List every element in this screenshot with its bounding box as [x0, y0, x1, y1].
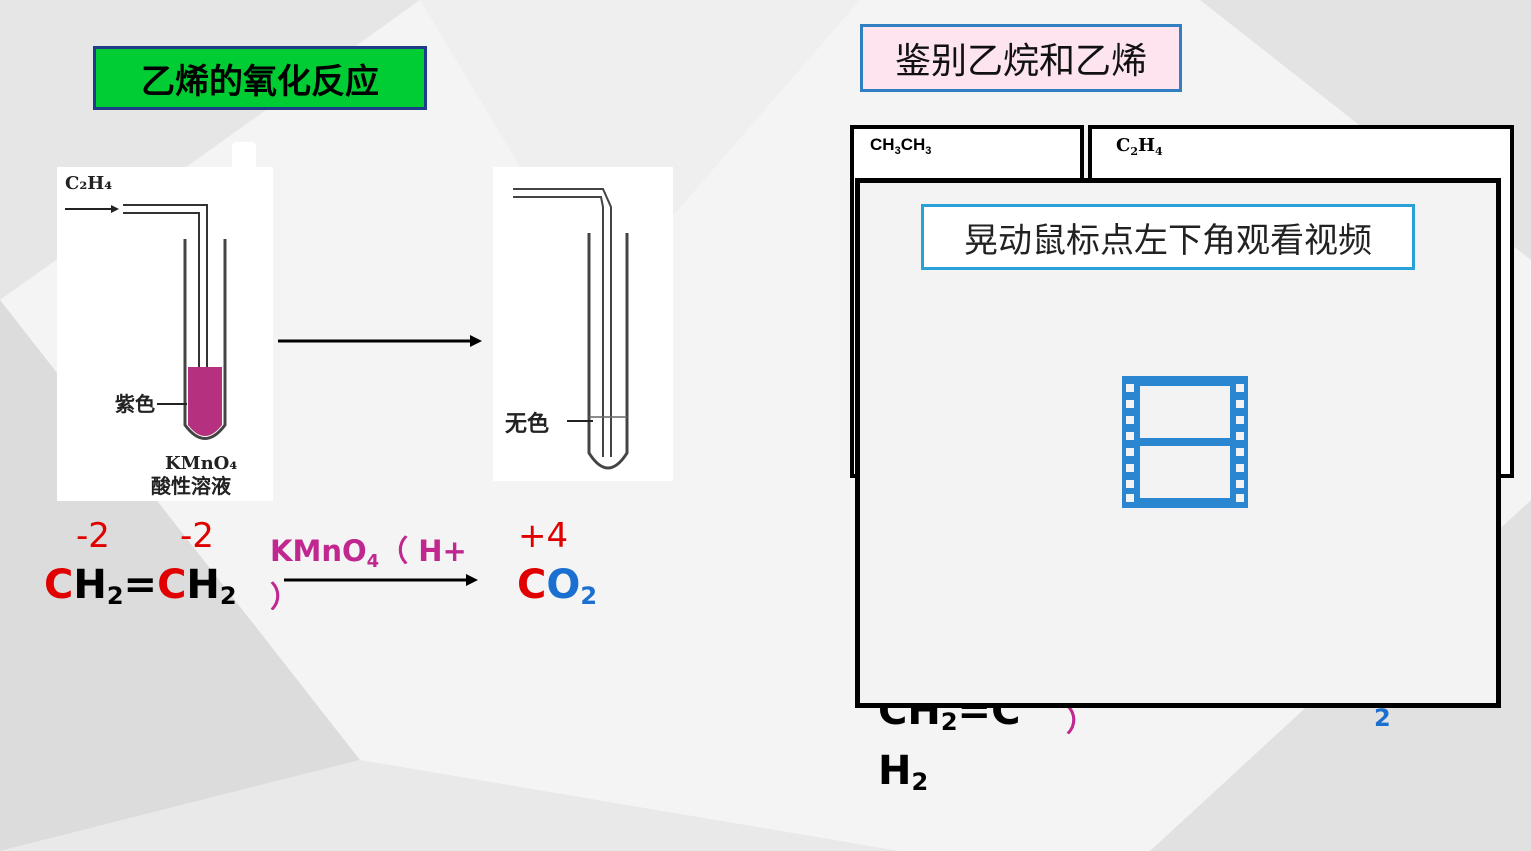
hidden-product-fragment: 2 — [1374, 704, 1391, 732]
panel-b-label: C2H4 — [1116, 135, 1163, 158]
reaction-arrow — [284, 574, 478, 586]
ox-state-c2: -2 — [180, 516, 214, 556]
tube1-reagent-line1: KMnO₄ — [165, 453, 237, 474]
section-title-distinguish: 鉴别乙烷和乙烯 — [860, 24, 1182, 92]
tube2-color-label: 无色 — [505, 411, 549, 437]
test-tube-purple-photo: C₂H₄ 紫色 KMnO₄ 酸性溶液 — [57, 167, 273, 501]
tube1-reagent-line2: 酸性溶液 — [151, 474, 232, 498]
film-strip-icon[interactable] — [1120, 374, 1250, 510]
photo-tab — [232, 142, 256, 172]
tube1-gas-label: C₂H₄ — [65, 173, 112, 194]
transition-arrow — [278, 335, 482, 347]
test-tube-colorless-photo: 无色 — [493, 167, 673, 481]
reactant-formula: CH2=CH2 — [44, 562, 237, 610]
ox-state-product: +4 — [518, 516, 569, 556]
panel-a-label: CH3CH3 — [870, 135, 932, 157]
ox-state-c1: -2 — [76, 516, 110, 556]
hidden-condition-fragment: ） — [1066, 704, 1096, 738]
reaction-condition: KMnO4（ H+ — [270, 534, 467, 572]
test-tube-colorless-drawing: 无色 — [505, 188, 629, 470]
tube1-color-label: 紫色 — [115, 392, 155, 416]
video-caption: 晃动鼠标点左下角观看视频 — [921, 204, 1415, 270]
hidden-h2-fragment: H2 — [878, 748, 929, 796]
section-title-ethylene-oxidation: 乙烯的氧化反应 — [93, 46, 427, 110]
product-formula: CO2 — [517, 562, 598, 610]
test-tube-purple-drawing: C₂H₄ 紫色 KMnO₄ 酸性溶液 — [65, 173, 237, 498]
reaction-condition-close: ） — [270, 580, 300, 614]
